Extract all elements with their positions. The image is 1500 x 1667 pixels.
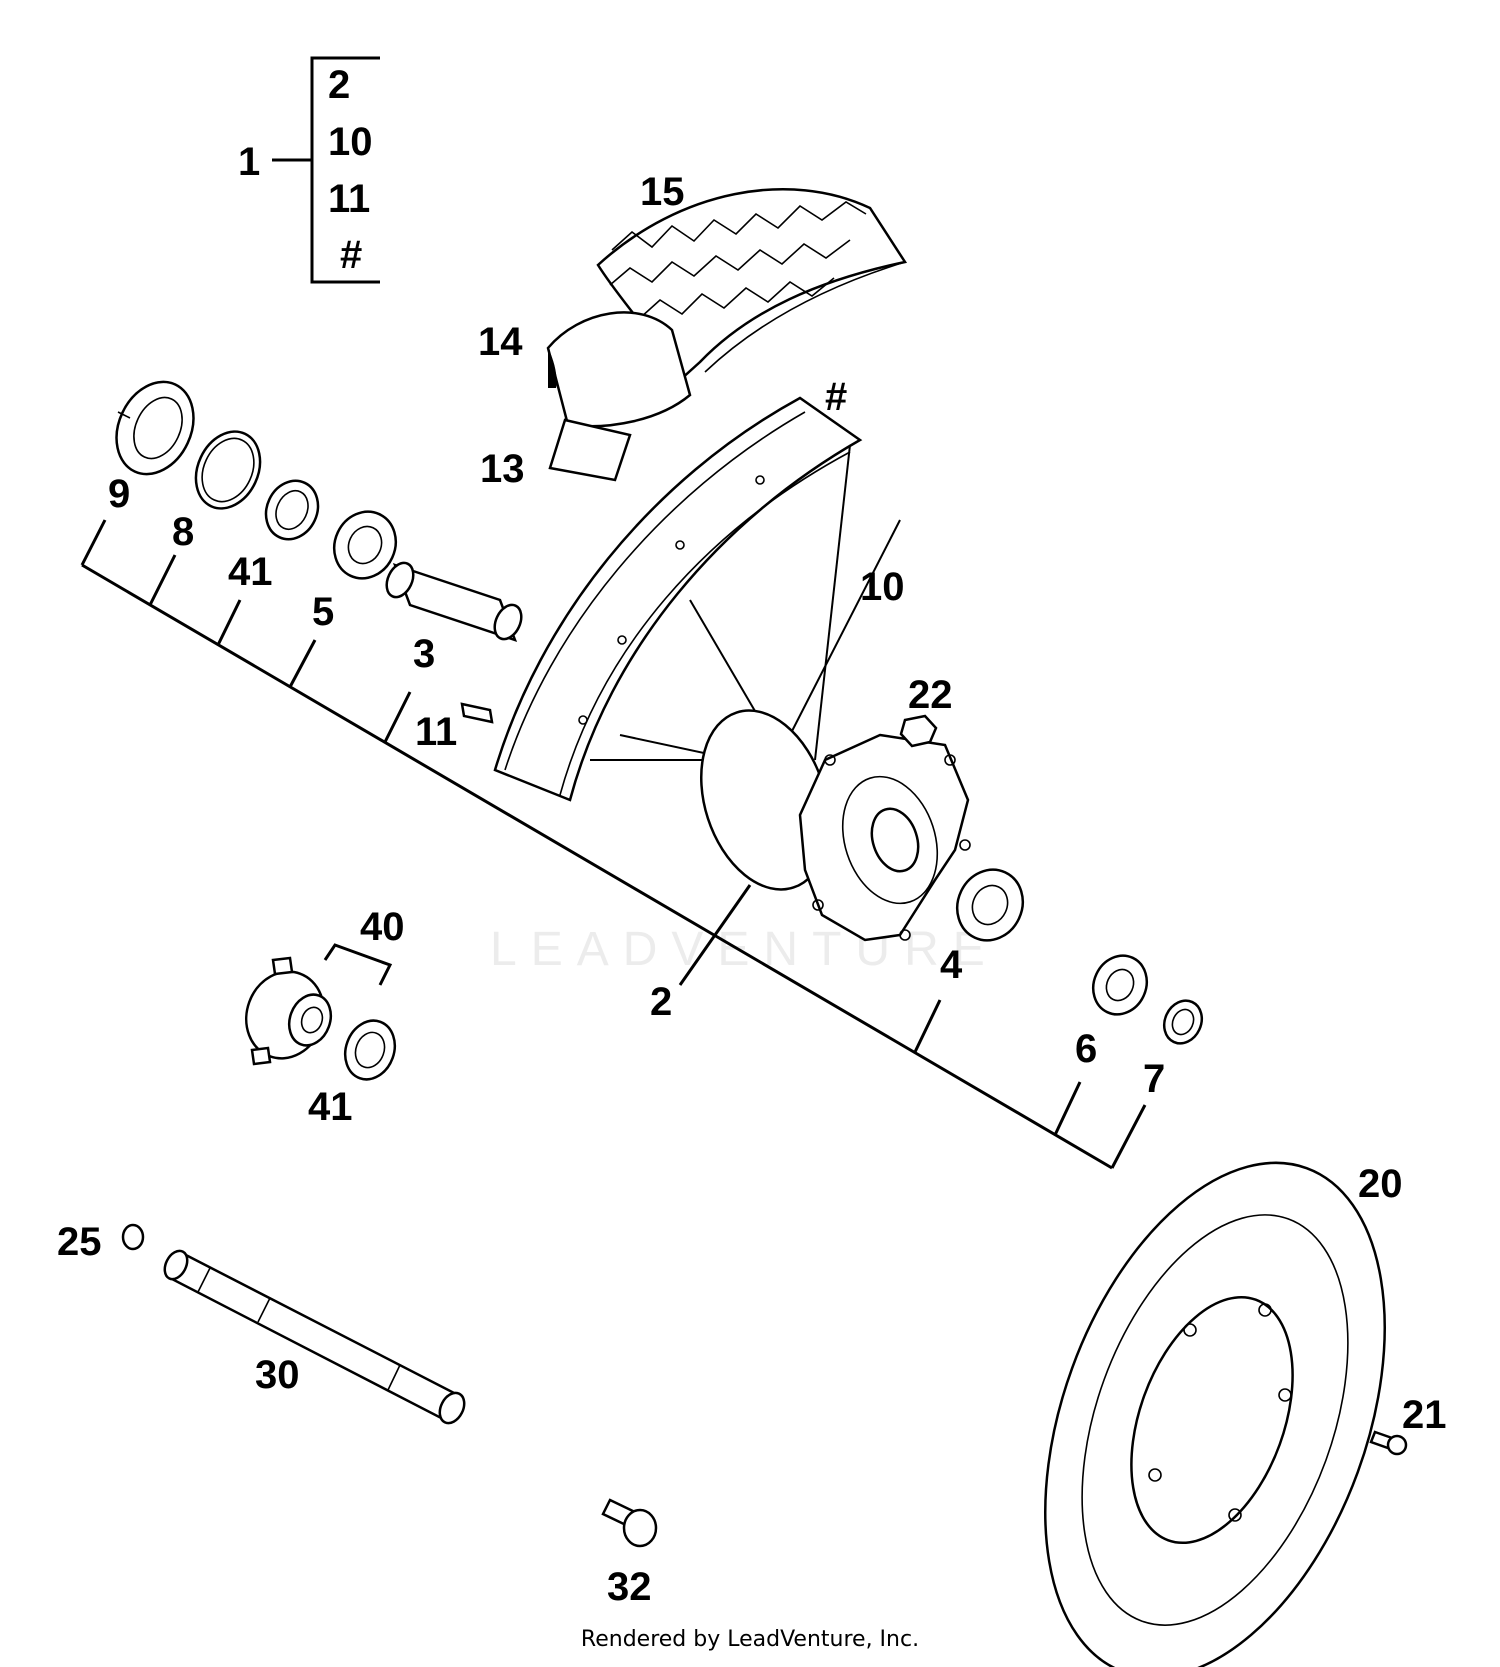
spoke-nipple: [460, 702, 494, 724]
callout-11: 11: [415, 710, 457, 754]
callout-5: 5: [312, 590, 334, 634]
rim-band: [548, 418, 632, 482]
callout-10: 10: [860, 565, 905, 609]
callout-rim: #: [825, 375, 847, 419]
axle: [163, 1249, 466, 1425]
ring-8: [194, 430, 262, 510]
lock-washer-41b: [343, 1019, 397, 1081]
hub: [699, 709, 971, 942]
screw-21: [1369, 1430, 1408, 1456]
callout-7: 7: [1143, 1057, 1165, 1101]
leader-9: [117, 411, 131, 419]
callout-25: 25: [57, 1220, 102, 1264]
set-item-2: 2: [328, 63, 350, 107]
set-item-hash: #: [340, 233, 362, 277]
rim: [493, 396, 863, 802]
spacer-3: [385, 561, 523, 643]
seal-6: [1091, 954, 1149, 1016]
watermark: LEADVENTURE: [490, 923, 999, 976]
spacer-7: [1162, 999, 1204, 1045]
hub-nut: [899, 714, 938, 748]
set-item-11: 11: [328, 177, 370, 221]
callout-21: 21: [1402, 1393, 1447, 1437]
bolt-32: [601, 1498, 658, 1548]
set-item-10: 10: [328, 120, 373, 164]
callout-20: 20: [1358, 1162, 1403, 1206]
lock-washer-41: [264, 479, 320, 541]
speedo-drive-40: [245, 956, 333, 1066]
callout-3: 3: [413, 632, 435, 676]
axle-cap: [121, 1223, 145, 1251]
callout-2: 2: [650, 980, 672, 1024]
brake-disc: [1044, 1161, 1386, 1667]
callout-14: 14: [478, 320, 523, 364]
callout-13: 13: [480, 447, 525, 491]
callout-6: 6: [1075, 1027, 1097, 1071]
tube: [546, 311, 692, 428]
callout-22: 22: [908, 673, 953, 717]
bracket-40: [323, 943, 393, 986]
render-credit: Rendered by LeadVenture, Inc.: [580, 1627, 920, 1652]
callout-30: 30: [255, 1353, 300, 1397]
callout-15: 15: [640, 170, 685, 214]
leader-2: [678, 884, 752, 986]
callout-41-left: 41: [228, 550, 273, 594]
callout-1: 1: [238, 140, 260, 184]
callout-9: 9: [108, 472, 130, 516]
assembly-axis: [80, 519, 1147, 1170]
bearing-4: [955, 868, 1025, 942]
bearing-5: [332, 510, 398, 580]
callout-41-right: 41: [308, 1085, 353, 1129]
callout-32: 32: [607, 1565, 652, 1609]
callout-4: 4: [940, 943, 963, 987]
seal-9: [115, 380, 195, 476]
callout-40: 40: [360, 905, 405, 949]
callout-8: 8: [172, 510, 194, 554]
set-bracket: 1 2 10 11 #: [238, 56, 380, 284]
